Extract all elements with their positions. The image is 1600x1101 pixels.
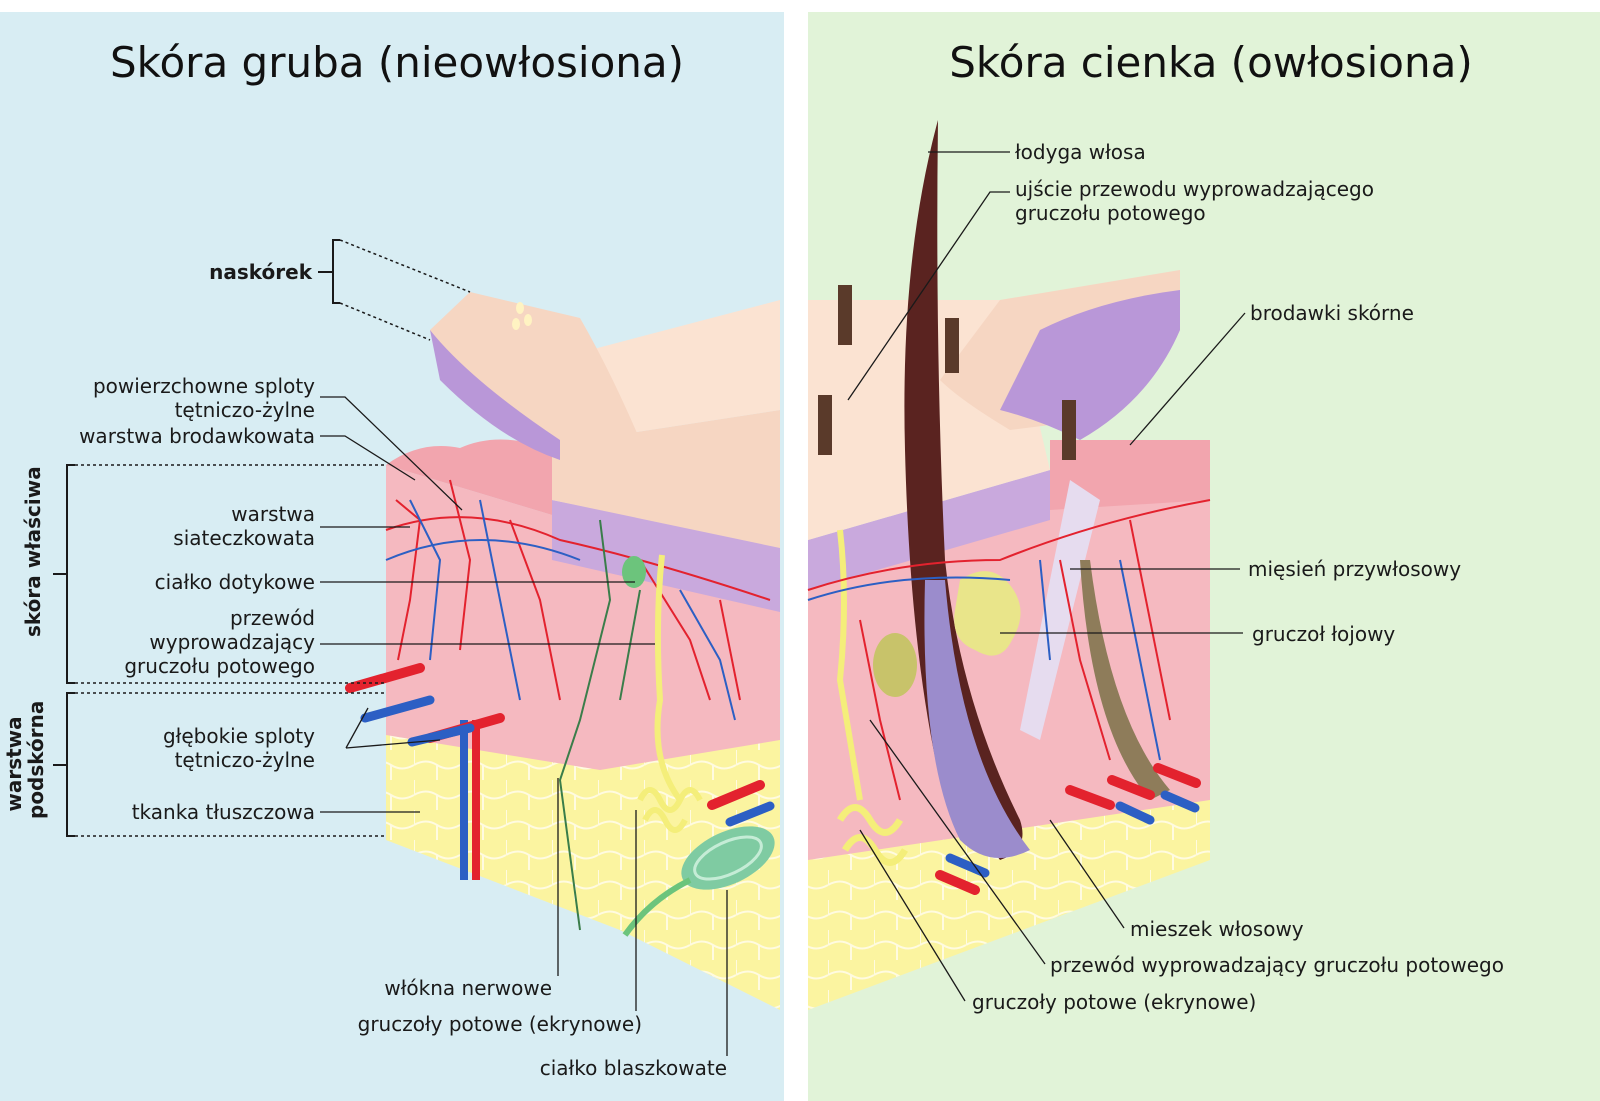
left-leader-lines <box>320 396 728 1056</box>
label-superficial-plexus-1: powierzchowne sploty <box>92 374 315 398</box>
left-flap-pores <box>512 302 532 330</box>
right-veins <box>807 559 1161 761</box>
label-reticular-layer-1: warstwa <box>231 502 315 526</box>
label-dermis: skóra właściwa <box>21 466 45 637</box>
label-hypodermis-2: podskórna <box>24 700 48 819</box>
right-sweat-gland-coil <box>836 804 909 866</box>
thick-skin-title: Skóra gruba (nieowłosiona) <box>109 38 685 87</box>
left-epidermis-flap <box>430 292 640 445</box>
right-sweat-duct <box>836 529 863 801</box>
left-deep-vessels <box>345 663 775 880</box>
hair-follicle-shape <box>924 580 1030 858</box>
label-sweat-glands-right: gruczoły potowe (ekrynowe) <box>972 990 1257 1014</box>
label-sweat-duct-3: gruczołu potowego <box>124 654 315 678</box>
label-sweat-duct-right: przewód wyprowadzający gruczołu potowego <box>1050 953 1504 977</box>
label-hair-shaft: łodyga włosa <box>1015 140 1146 164</box>
left-flap-basal <box>430 330 560 460</box>
label-adipose-tissue: tkanka tłuszczowa <box>131 800 315 824</box>
label-lamellar-corpuscle: ciałko blaszkowate <box>539 1056 727 1080</box>
label-sebaceous-gland: gruczoł łojowy <box>1252 622 1396 646</box>
thick-skin-block <box>345 292 780 1010</box>
thin-skin-block <box>807 120 1211 1010</box>
label-tactile-corpuscle: ciałko dotykowe <box>154 570 315 594</box>
label-superficial-plexus-2: tętniczo-żylne <box>174 398 315 422</box>
left-nerves <box>558 519 641 931</box>
label-sweat-pore-1: ujście przewodu wyprowadzającego <box>1015 177 1374 201</box>
label-nerve-fibers: włókna nerwowe <box>384 976 552 1000</box>
left-dermis <box>386 465 780 770</box>
label-dermal-papillae: brodawki skórne <box>1250 301 1414 325</box>
label-deep-plexus-2: tętniczo-żylne <box>174 748 315 772</box>
sebaceous-gland-shape <box>954 571 1021 656</box>
label-hair-follicle: mieszek włosowy <box>1130 917 1304 941</box>
left-arteries <box>385 479 771 701</box>
right-flap-basal <box>1000 290 1180 440</box>
label-sweat-duct-1: przewód <box>229 606 315 630</box>
tactile-corpuscle-shape <box>622 556 646 588</box>
layer-brackets <box>53 239 340 837</box>
thin-skin-title: Skóra cienka (owłosiona) <box>949 38 1473 87</box>
label-sweat-glands-left: gruczoły potowe (ekrynowe) <box>357 1012 642 1036</box>
layer-dotted-guides <box>75 239 471 837</box>
right-leader-lines <box>847 151 1246 1002</box>
label-epidermis: naskórek <box>209 260 312 284</box>
label-hypodermis: warstwa podskórna <box>2 700 48 819</box>
left-epidermis-front <box>552 410 780 548</box>
label-hypodermis-1: warstwa <box>2 716 26 812</box>
right-arteries <box>807 499 1211 801</box>
label-sweat-pore-2: gruczołu potowego <box>1015 201 1206 225</box>
left-sweat-duct <box>654 554 683 802</box>
label-papillary-layer: warstwa brodawkowata <box>79 424 315 448</box>
left-sweat-gland-coil <box>637 787 703 833</box>
right-deep-vessels <box>935 763 1201 895</box>
label-deep-plexus-1: głębokie sploty <box>162 724 315 748</box>
left-veins <box>385 499 736 721</box>
label-reticular-layer-2: siateczkowata <box>173 526 315 550</box>
label-sweat-duct-2: wyprowadzający <box>149 630 315 654</box>
arrector-pili-shape <box>1020 480 1100 740</box>
left-papillary <box>386 439 552 515</box>
label-arrector-pili: mięsień przywłosowy <box>1248 557 1462 581</box>
lamellar-corpuscle-shape <box>681 826 775 890</box>
